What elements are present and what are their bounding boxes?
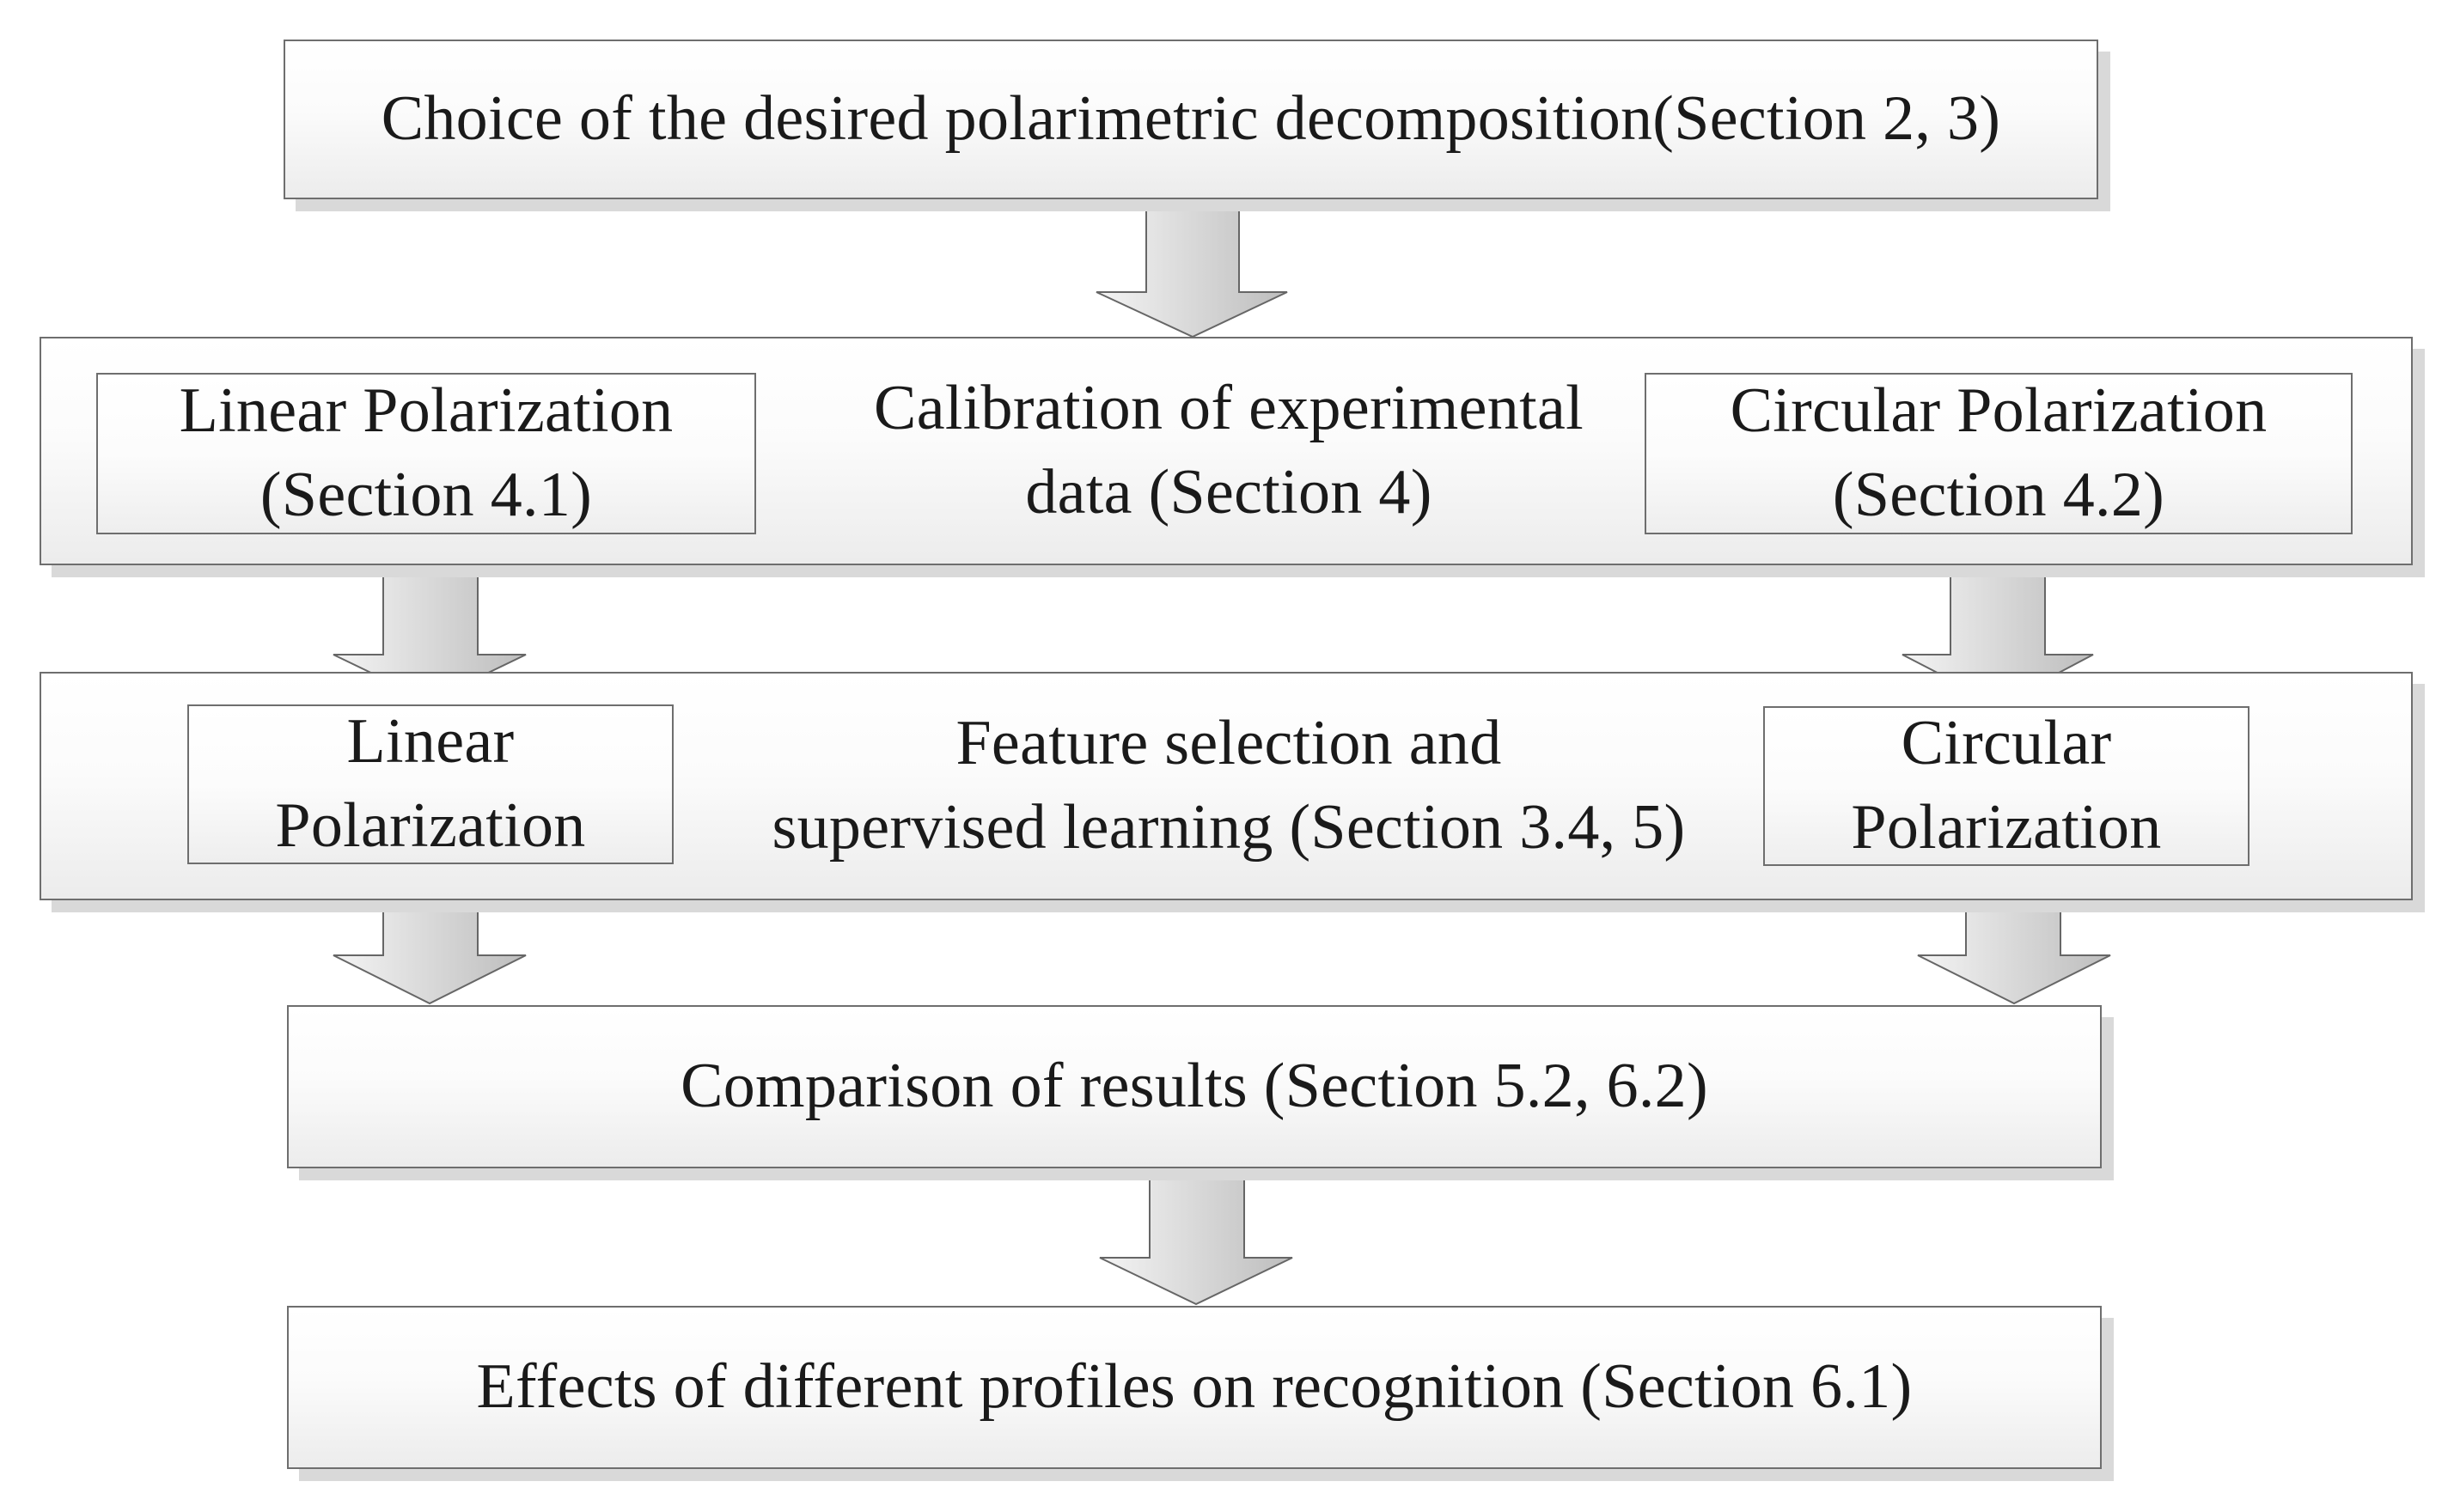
step4-label: Comparison of results (Section 5.2, 6.2) [681,1051,1708,1122]
step2-right-label: Circular Polarization (Section 4.2) [1730,375,2268,530]
arrow-down-icon [1099,1166,1293,1306]
step5-label: Effects of different profiles on recogni… [476,1351,1913,1423]
step1-label: Choice of the desired polarimetric decom… [381,83,2001,155]
step1-box [284,40,2098,199]
step3-left-box [187,704,674,864]
step3-label: Feature selection and supervised learnin… [772,708,1686,863]
step2-left-box [96,373,756,534]
step2-right-box [1645,373,2353,534]
step3-left-label: Linear Polarization [275,706,586,861]
arrow-down-icon [1096,198,1288,338]
step3-right-label: Circular Polarization [1851,708,2162,863]
step2-label: Calibration of experimental data (Sectio… [874,373,1584,527]
step4-box [287,1005,2102,1168]
step3-right-box [1763,706,2250,866]
step2-left-label: Linear Polarization (Section 4.1) [179,375,674,530]
step5-box [287,1306,2102,1469]
